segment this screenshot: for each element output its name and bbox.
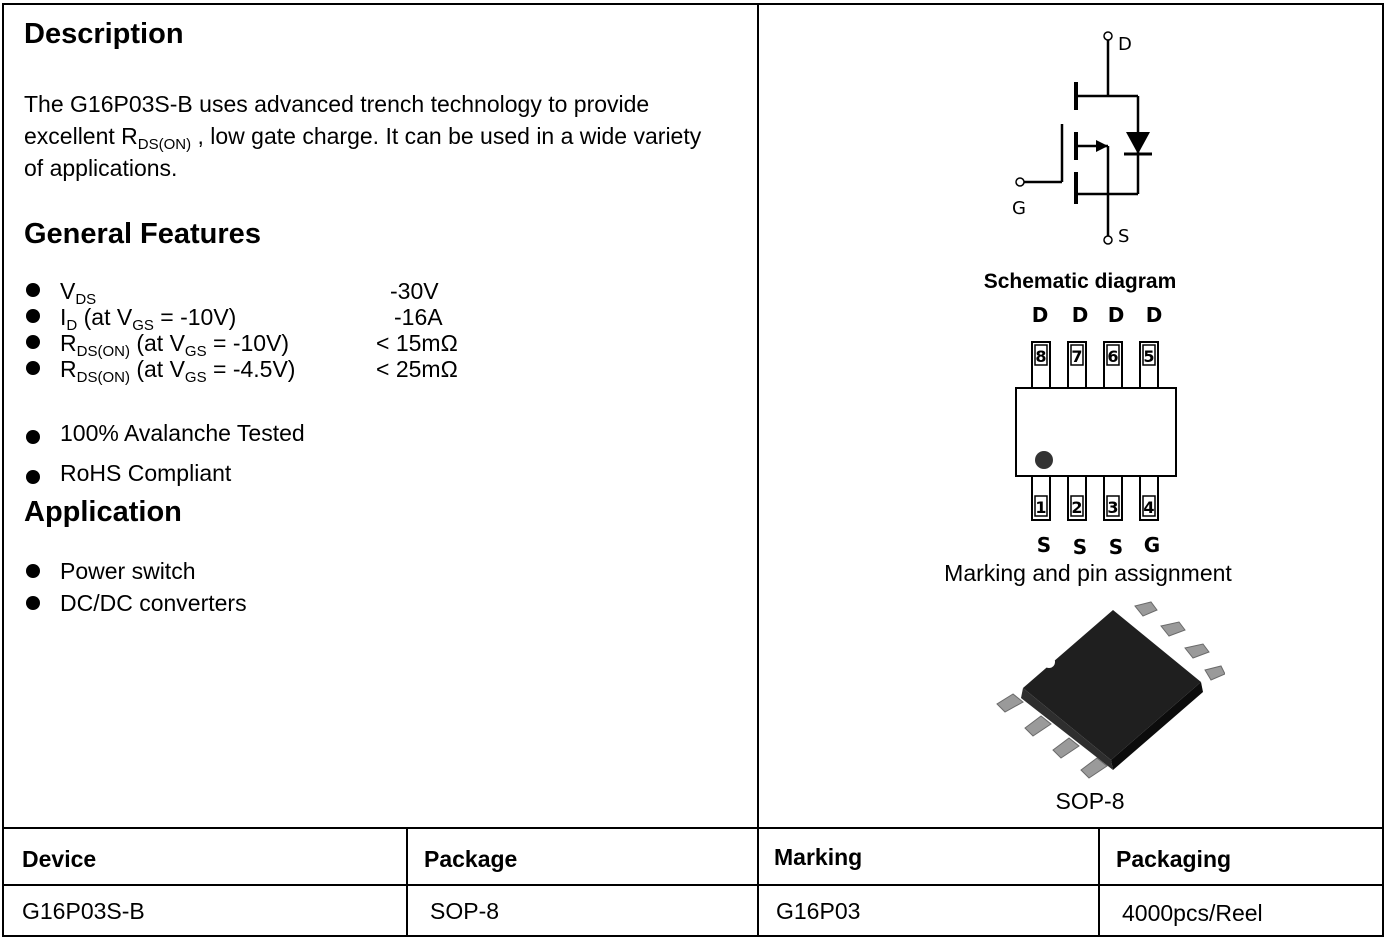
pin-letter: G [1144, 533, 1160, 557]
table-header-packaging: Packaging [1116, 846, 1232, 872]
pin-number: 8 [1035, 347, 1046, 366]
application-item: Power switch [24, 556, 247, 588]
pin-letter: D [1108, 303, 1125, 327]
table-col-divider-1 [406, 827, 408, 937]
pin-letter: D [1072, 303, 1089, 327]
spec-vds: VDS-30V [24, 278, 439, 307]
description-text: The G16P03S-B uses advanced trench techn… [24, 91, 702, 181]
spec-rdson-10v: RDS(ON) (at VGS = -10V)< 15mΩ [24, 330, 458, 359]
table-row-divider [2, 884, 1384, 886]
feature-rohs: RoHS Compliant [24, 458, 305, 498]
pin-letter: D [1032, 303, 1049, 327]
schematic-pin-s: S [1118, 226, 1129, 247]
spec-id: ID (at VGS = -10V)-16A [24, 304, 443, 333]
page-frame [2, 3, 1384, 937]
pin-number: 3 [1107, 498, 1118, 517]
package-label: SOP-8 [1055, 788, 1125, 814]
table-cell-packaging: 4000pcs/Reel [1122, 900, 1263, 926]
pin-letter: S [1037, 533, 1051, 557]
column-divider [757, 3, 759, 829]
table-cell-package: SOP-8 [430, 898, 500, 924]
application-list: Power switch DC/DC converters [24, 556, 247, 620]
spec-value: -30V [390, 278, 439, 304]
schematic-pin-g: G [1012, 198, 1026, 219]
pin1-marker [1043, 656, 1055, 668]
feature-avalanche: 100% Avalanche Tested [24, 418, 305, 458]
pin-number: 2 [1071, 498, 1082, 517]
spec-value: < 15mΩ [376, 330, 458, 356]
table-col-divider-3 [1098, 827, 1100, 937]
table-top-border [2, 827, 1384, 829]
application-item: DC/DC converters [24, 588, 247, 620]
pin-number: 1 [1035, 498, 1046, 517]
pin-number: 6 [1107, 347, 1118, 366]
pin-letter: S [1073, 535, 1087, 558]
mosfet-schematic: D G S [1012, 31, 1152, 247]
table-cell-marking: G16P03 [776, 898, 861, 924]
table-header-device: Device [22, 846, 97, 872]
features-heading: General Features [24, 218, 261, 250]
pin-number: 5 [1143, 347, 1154, 366]
pin-letter: S [1109, 535, 1123, 558]
schematic-label: Schematic diagram [983, 270, 1177, 293]
spec-rdson-4v5: RDS(ON) (at VGS = -4.5V)< 25mΩ [24, 356, 458, 385]
pin-letter: D [1146, 303, 1163, 327]
table-header-package: Package [424, 846, 518, 872]
pin-number: 7 [1071, 347, 1082, 366]
spec-list: VDS-30V ID (at VGS = -10V)-16A RDS(ON) (… [24, 278, 458, 385]
spec-value: < 25mΩ [376, 356, 458, 382]
application-heading: Application [24, 496, 182, 528]
description-heading: Description [24, 18, 184, 50]
spec-value: -16A [394, 304, 443, 330]
table-header-marking: Marking [774, 844, 863, 870]
pin1-dot [1035, 451, 1053, 469]
table-cell-device: G16P03S-B [22, 898, 145, 924]
pinout-diagram: D D D D S S S G 8 7 6 5 1 2 3 4 [1015, 303, 1177, 558]
pinout-label: Marking and pin assignment [944, 560, 1232, 586]
sop8-package-image [996, 601, 1225, 779]
feature-list: 100% Avalanche Tested RoHS Compliant [24, 418, 305, 498]
pin-number: 4 [1143, 498, 1154, 517]
schematic-pin-d: D [1118, 34, 1132, 55]
table-col-divider-2 [757, 827, 759, 937]
